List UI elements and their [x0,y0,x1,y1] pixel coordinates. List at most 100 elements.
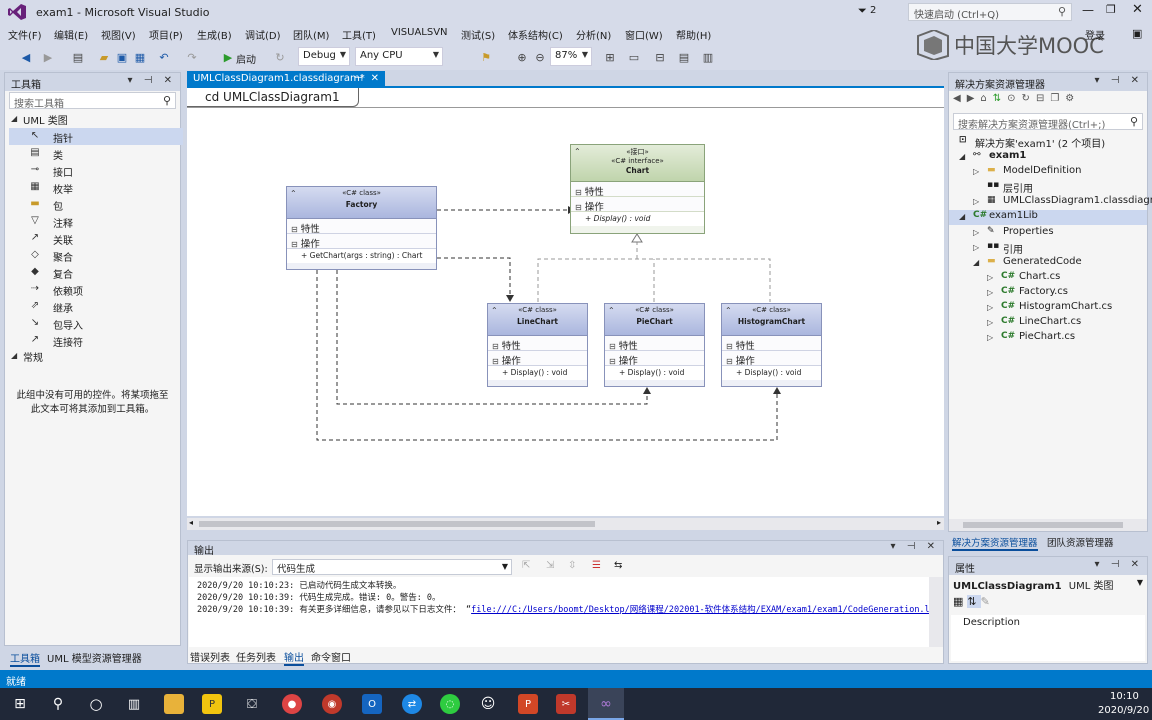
diagram-icon[interactable]: ▥ [702,50,714,64]
prev-message-icon[interactable]: ⇲ [546,560,555,571]
menu-view[interactable]: 视图(V) [101,31,136,42]
tool-pointer[interactable]: ↖指针 [9,128,183,145]
properties-object-select[interactable]: UMLClassDiagram1 UML 类图 ▼ [951,576,1145,592]
pin-icon[interactable]: ⊣ [354,73,363,84]
class-operation[interactable]: + Display() : void [605,366,704,380]
menu-build[interactable]: 生成(B) [197,31,232,42]
zoom-select[interactable]: 87%▼ [550,47,592,66]
tab-error-list[interactable]: 错误列表 [190,653,230,664]
menu-test[interactable]: 测试(S) [461,31,496,42]
editor-horizontal-scrollbar[interactable]: ◂ ▸ [187,518,944,530]
file-explorer-icon[interactable] [164,694,184,714]
menu-tools[interactable]: 工具(T) [342,31,376,42]
redo-icon[interactable]: ↷ [187,50,197,64]
save-all-icon[interactable]: ▦ [134,50,146,64]
tab-team-explorer[interactable]: 团队资源管理器 [1047,538,1114,549]
tool-package[interactable]: ▬包 [9,196,183,213]
section-operations[interactable]: ⊟操作 [488,351,587,367]
tool-class[interactable]: ▤类 [9,145,183,162]
tree-solution[interactable]: ⊡解决方案'exam1' (2 个项目) [957,135,1105,150]
section-operations[interactable]: ⊟操作 [722,351,821,367]
task-view-icon[interactable]: ▥ [127,696,141,712]
refresh-icon[interactable]: ↻ [1021,93,1036,104]
filter-icon[interactable]: ⏷ [858,4,867,17]
scroll-thumb[interactable] [963,522,1123,528]
section-operations[interactable]: ⊟操作 [571,197,704,213]
tab-solution-explorer[interactable]: 解决方案资源管理器 [952,535,1038,551]
config-select[interactable]: Debug▼ [298,47,350,66]
quick-launch-input[interactable]: 快速启动 (Ctrl+Q) ⚲ [908,3,1072,21]
panel-pin-close-icons[interactable]: ▾ ⊣ ✕ [1094,75,1143,86]
tool-dependency[interactable]: ⇢依赖项 [9,281,183,298]
qq-icon[interactable]: ☺ [480,696,496,712]
back-icon[interactable]: ◀ [21,50,31,64]
tool-association[interactable]: ↗关联 [9,230,183,247]
tree-chart-cs[interactable]: ▷C#Chart.cs [957,271,1060,286]
scroll-left-icon[interactable]: ◂ [189,518,194,527]
maximize-button[interactable]: ❐ [1106,3,1116,16]
section-operations[interactable]: ⊟操作 [605,351,704,367]
output-source-select[interactable]: 代码生成 ▼ [272,559,512,575]
tree-exam1[interactable]: ◢⚯exam1 [957,150,1026,165]
netease-music-icon[interactable]: ◉ [322,694,342,714]
toolbox-group-general[interactable]: ◢ 常规 [11,349,43,364]
potplayer-icon[interactable]: P [202,694,222,714]
scroll-thumb[interactable] [199,521,595,527]
tree-linechart-cs[interactable]: ▷C#LineChart.cs [957,316,1081,331]
align-icon[interactable]: ▭ [628,50,640,64]
chrome-icon[interactable]: ● [282,694,302,714]
new-project-icon[interactable]: ▤ [72,50,84,64]
tree-layer-references[interactable]: ▪▪层引用 [957,180,1033,195]
property-pages-icon[interactable]: ✎ [980,595,994,608]
teamviewer-icon[interactable]: ⇄ [402,694,422,714]
collapse-chevron-icon[interactable]: ⌃ [290,189,297,198]
export-icon[interactable]: ⊟ [655,50,665,64]
panel-pin-close-icons[interactable]: ▾ ⊣ ✕ [127,75,176,86]
class-piechart[interactable]: ⌃ «C# class» PieChart ⊟特性 ⊟操作 + Display(… [604,303,705,387]
collapse-all-icon[interactable]: ⊟ [1035,93,1051,104]
tab-task-list[interactable]: 任务列表 [236,653,276,664]
menu-architecture[interactable]: 体系结构(C) [508,31,563,42]
taskbar-visualstudio-active[interactable]: ∞ [588,688,624,720]
section-properties[interactable]: ⊟特性 [287,219,436,235]
section-properties[interactable]: ⊟特性 [722,336,821,352]
class-diagram-canvas[interactable]: cd UMLClassDiagram1 ⌃ «接口» «C# interface… [187,88,944,516]
menu-edit[interactable]: 编辑(E) [54,31,89,42]
vs-logo-icon[interactable] [8,4,26,20]
start-icon[interactable]: ▶ [223,50,233,64]
clear-all-icon[interactable]: ☰ [592,560,601,571]
tab-output[interactable]: 输出 [284,649,304,666]
undo-icon[interactable]: ↶ [159,50,169,64]
collapse-chevron-icon[interactable]: ⌃ [574,147,581,156]
panel-pin-close-icons[interactable]: ▾ ⊣ ✕ [1094,559,1143,570]
notification-count[interactable]: 2 [870,5,877,16]
tree-histogramchart-cs[interactable]: ▷C#HistogramChart.cs [957,301,1112,316]
output-log-link[interactable]: file:///C:/Users/boomt/Desktop/网络课程/2020… [471,605,930,615]
taskbar-time[interactable]: 10:10 [1110,691,1139,702]
section-properties[interactable]: ⊟特性 [488,336,587,352]
menu-visualsvn[interactable]: VISUALSVN [391,27,448,38]
tree-properties[interactable]: ▷✎Properties [957,226,1054,241]
cortana-icon[interactable]: ○ [89,695,103,713]
tab-command-window[interactable]: 命令窗口 [311,653,351,664]
menu-project[interactable]: 项目(P) [149,31,183,42]
tool-package-import[interactable]: ↘包导入 [9,315,183,332]
section-properties[interactable]: ⊟特性 [571,182,704,198]
snipping-tool-icon[interactable]: ✂ [556,694,576,714]
properties-icon[interactable]: ⚙ [1065,93,1081,104]
word-wrap-icon[interactable]: ⇆ [614,560,623,571]
toolbox-group-uml[interactable]: ◢ UML 类图 [11,112,68,127]
tool-enum[interactable]: ▦枚举 [9,179,183,196]
tree-modeldefinition[interactable]: ▷▬ModelDefinition [957,165,1081,180]
home-icon[interactable]: ⌂ [980,93,993,104]
class-operation[interactable]: + Display() : void [488,366,587,380]
menu-file[interactable]: 文件(F) [8,31,42,42]
editor-tab-active[interactable]: UMLClassDiagram1.classdiagram* ⊣ ✕ [187,71,385,88]
output-vertical-scrollbar[interactable] [929,577,943,647]
toolbox-search-input[interactable]: 搜索工具箱 ⚲ [9,92,176,110]
close-button[interactable]: ✕ [1132,2,1143,17]
sync-icon[interactable]: ⇅ [992,93,1008,104]
open-file-icon[interactable]: ▰ [99,50,109,64]
tool-inheritance[interactable]: ⇗继承 [9,298,183,315]
layout-icon[interactable]: ⊞ [605,50,615,64]
